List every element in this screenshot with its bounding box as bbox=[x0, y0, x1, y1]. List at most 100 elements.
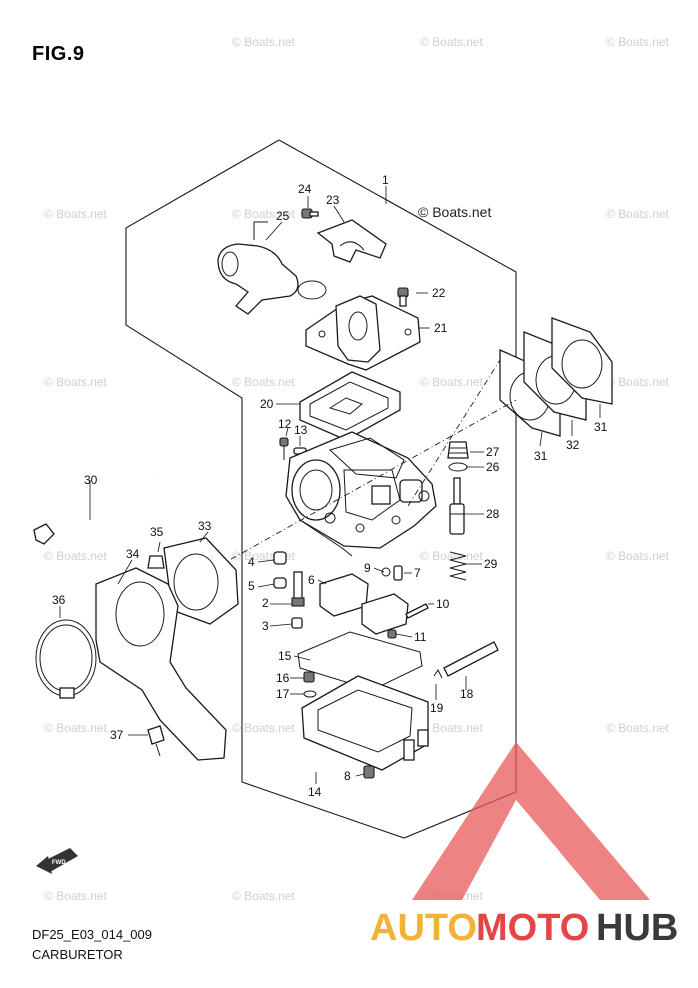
part-37-bolt bbox=[147, 725, 165, 757]
watermark-text: © Boats.net bbox=[606, 721, 670, 735]
part-31-gasket-right bbox=[551, 317, 613, 405]
svg-text:FWD: FWD bbox=[52, 860, 66, 866]
callout-7: 7 bbox=[414, 566, 421, 580]
part-34-bracket bbox=[95, 567, 227, 761]
part-7-screw bbox=[393, 565, 403, 581]
center-line bbox=[407, 359, 501, 507]
callout-21: 21 bbox=[434, 321, 448, 335]
watermark-text: © Boats.net bbox=[44, 721, 108, 735]
part-12-screw bbox=[279, 437, 289, 460]
callout-3: 3 bbox=[262, 619, 269, 633]
watermark-text: © Boats.net bbox=[606, 207, 670, 221]
callout-11: 11 bbox=[414, 630, 427, 644]
part-11-screw bbox=[387, 629, 397, 639]
part-36-ring bbox=[35, 619, 97, 699]
callout-14: 14 bbox=[308, 785, 322, 799]
callout-6: 6 bbox=[308, 573, 315, 587]
callout-23: 23 bbox=[326, 193, 340, 207]
callout-10: 10 bbox=[436, 597, 450, 611]
part-4-jet bbox=[273, 551, 287, 565]
diagram-name: CARBURETOR bbox=[32, 947, 123, 962]
part-25-sensor bbox=[217, 221, 327, 315]
part-29-spring bbox=[449, 551, 467, 581]
brand-hub: HUB bbox=[596, 907, 678, 949]
watermark-text: © Boats.net bbox=[606, 375, 670, 389]
callout-4: 4 bbox=[248, 555, 255, 569]
callout-labels: 1 2 3 4 5 6 7 8 9 10 11 12 13 14 15 16 1… bbox=[52, 173, 608, 799]
callout-27: 27 bbox=[486, 445, 500, 459]
watermark-text: © Boats.net bbox=[44, 889, 108, 903]
callout-34: 34 bbox=[126, 547, 140, 561]
part-18-shaft bbox=[443, 641, 499, 677]
part-14-float-bowl bbox=[301, 675, 429, 771]
watermark-text: © Boats.net bbox=[44, 549, 108, 563]
watermark-grid: © Boats.net © Boats.net © Boats.net © Bo… bbox=[44, 35, 670, 903]
watermark-text: © Boats.net bbox=[606, 35, 670, 49]
callout-1: 1 bbox=[382, 173, 389, 187]
figure-title: FIG.9 bbox=[32, 43, 85, 65]
assembly-frame bbox=[125, 139, 517, 839]
part-15-gasket bbox=[297, 631, 423, 691]
watermark-text: © Boats.net bbox=[420, 35, 484, 49]
watermark-text: © Boats.net bbox=[232, 375, 296, 389]
callout-25: 25 bbox=[276, 209, 290, 223]
part-19-clip bbox=[433, 669, 443, 679]
brand-moto: MOTO bbox=[476, 907, 589, 949]
part-27-cap bbox=[447, 441, 469, 459]
callout-30: 30 bbox=[84, 473, 98, 487]
part-10-pin bbox=[405, 603, 429, 619]
callout-31-right: 31 bbox=[594, 420, 608, 434]
part-26-clip bbox=[448, 462, 468, 472]
part-23-clamp bbox=[316, 219, 387, 263]
part-21-cover bbox=[305, 295, 421, 371]
callout-22: 22 bbox=[432, 286, 446, 300]
callout-37: 37 bbox=[110, 728, 124, 742]
brand-auto: AUTO bbox=[370, 907, 477, 949]
watermark-text: © Boats.net bbox=[420, 721, 484, 735]
callout-12: 12 bbox=[278, 417, 292, 431]
part-3-screw bbox=[291, 617, 303, 629]
part-2-tube bbox=[291, 571, 305, 607]
callout-5: 5 bbox=[248, 579, 255, 593]
watermark-text: © Boats.net bbox=[418, 204, 491, 220]
watermark-text: © Boats.net bbox=[232, 35, 296, 49]
callout-29: 29 bbox=[484, 557, 498, 571]
part-6-float bbox=[319, 573, 409, 635]
callout-17: 17 bbox=[276, 687, 290, 701]
carburetor-body bbox=[285, 431, 437, 557]
watermark-text: © Boats.net bbox=[606, 549, 670, 563]
brand-wordmark: AUTO MOTO HUB bbox=[370, 907, 678, 949]
part-9-o-ring bbox=[381, 567, 391, 577]
part-28-plunger bbox=[449, 477, 465, 535]
callout-18: 18 bbox=[460, 687, 474, 701]
part-17-washer bbox=[303, 690, 317, 698]
callout-36: 36 bbox=[52, 593, 66, 607]
part-8-drain-screw bbox=[363, 765, 375, 779]
watermark-text: © Boats.net bbox=[420, 549, 484, 563]
callout-2: 2 bbox=[262, 596, 269, 610]
callout-24: 24 bbox=[298, 182, 312, 196]
forward-arrow-icon: FWD bbox=[36, 848, 78, 874]
callout-32: 32 bbox=[566, 438, 580, 452]
part-5-washer bbox=[273, 577, 287, 589]
part-35-nut bbox=[147, 555, 165, 569]
brand-logo-icon bbox=[412, 742, 650, 900]
leader-lines bbox=[59, 186, 601, 784]
callout-20: 20 bbox=[260, 397, 274, 411]
diagram-code: DF25_E03_014_009 bbox=[32, 927, 152, 942]
callout-35: 35 bbox=[150, 525, 164, 539]
callout-8: 8 bbox=[344, 769, 351, 783]
callout-13: 13 bbox=[294, 423, 308, 437]
callout-9: 9 bbox=[364, 561, 371, 575]
part-20-gasket bbox=[299, 371, 401, 441]
part-22-bolt bbox=[397, 287, 409, 307]
watermark-text: © Boats.net bbox=[232, 207, 296, 221]
watermark-text: © Boats.net bbox=[44, 207, 108, 221]
part-16-screw bbox=[303, 671, 315, 683]
callout-33: 33 bbox=[198, 519, 212, 533]
callout-16: 16 bbox=[276, 671, 290, 685]
callout-26: 26 bbox=[486, 460, 500, 474]
watermark-text: © Boats.net bbox=[44, 375, 108, 389]
